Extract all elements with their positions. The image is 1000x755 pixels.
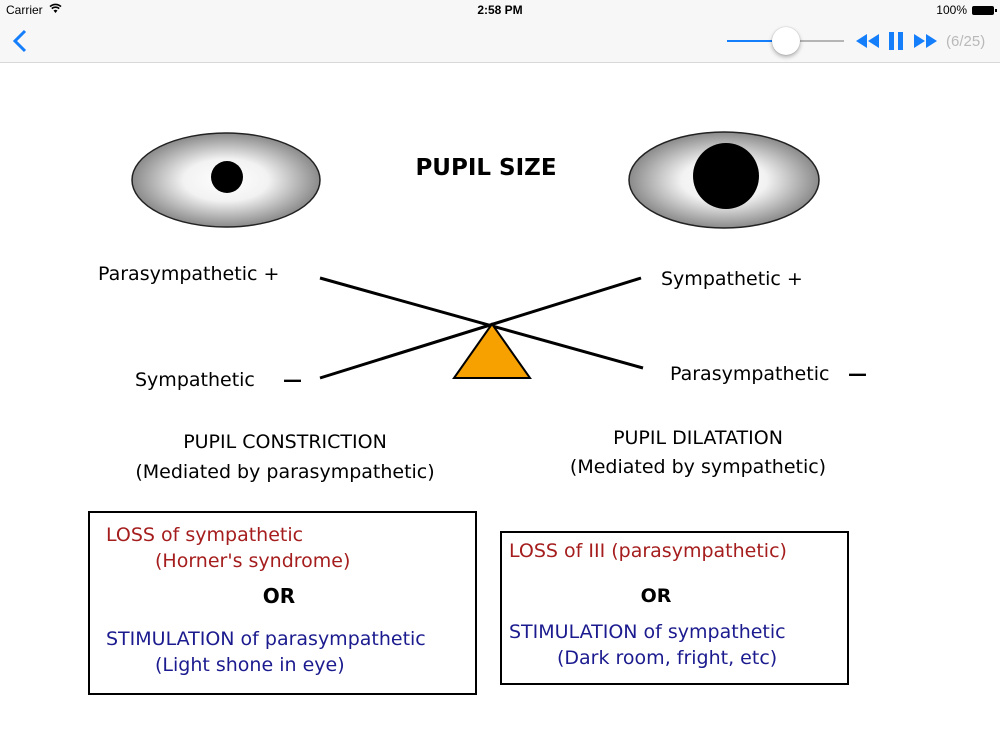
right-top-label: Sympathetic + [661,268,803,290]
slide-image: PUPIL SIZE Parasympathetic + Sympathetic… [0,64,1000,750]
battery-percent: 100% [936,3,967,17]
wifi-icon [49,2,62,17]
constriction-causes-box: LOSS of sympathetic (Horner's syndrome) … [88,511,477,695]
toolbar: (6/25) [0,20,1000,63]
box-right-loss: LOSS of III (parasympathetic) [509,540,787,562]
status-bar: Carrier 2:58 PM 100% [0,0,1000,20]
slide-counter: (6/25) [946,33,986,50]
right-bottom-label: Parasympathetic [670,363,829,385]
chevron-left-icon [12,29,27,53]
box-right-dark: (Dark room, fright, etc) [557,647,777,669]
balance-line-parasympathetic [319,276,644,370]
left-top-label: Parasympathetic + [98,263,279,285]
dilatation-causes-box: LOSS of III (parasympathetic) OR STIMULA… [500,531,849,685]
left-bottom-label: Sympathetic [135,369,255,391]
constriction-subheading: (Mediated by parasympathetic) [135,461,434,483]
slider-thumb[interactable] [771,27,800,55]
fulcrum-triangle [452,322,532,379]
carrier-label: Carrier [6,3,43,17]
rewind-button[interactable] [855,31,881,51]
box-left-light: (Light shone in eye) [155,654,345,676]
box-left-or: OR [263,584,295,608]
pause-button[interactable] [887,31,905,51]
clock: 2:58 PM [477,3,523,17]
constriction-heading: PUPIL CONSTRICTION [183,431,387,453]
dilatation-heading: PUPIL DILATATION [613,427,783,449]
constricted-eye [131,132,321,228]
right-minus-sign: — [848,363,867,385]
dilatation-subheading: (Mediated by sympathetic) [570,456,826,478]
battery-icon [972,6,997,15]
back-button[interactable] [10,28,32,54]
dilated-eye [628,131,820,229]
slide-title: PUPIL SIZE [415,155,556,181]
left-minus-sign: — [283,369,302,391]
box-left-horners: (Horner's syndrome) [155,550,350,572]
box-right-or: OR [641,585,672,607]
box-left-stimulation: STIMULATION of parasympathetic [106,628,426,650]
slide-position-slider[interactable] [727,27,844,55]
fast-forward-button[interactable] [912,31,938,51]
slider-fill [727,40,786,42]
box-right-stimulation: STIMULATION of sympathetic [509,621,786,643]
box-left-loss: LOSS of sympathetic [106,524,303,546]
balance-line-sympathetic [319,276,642,380]
